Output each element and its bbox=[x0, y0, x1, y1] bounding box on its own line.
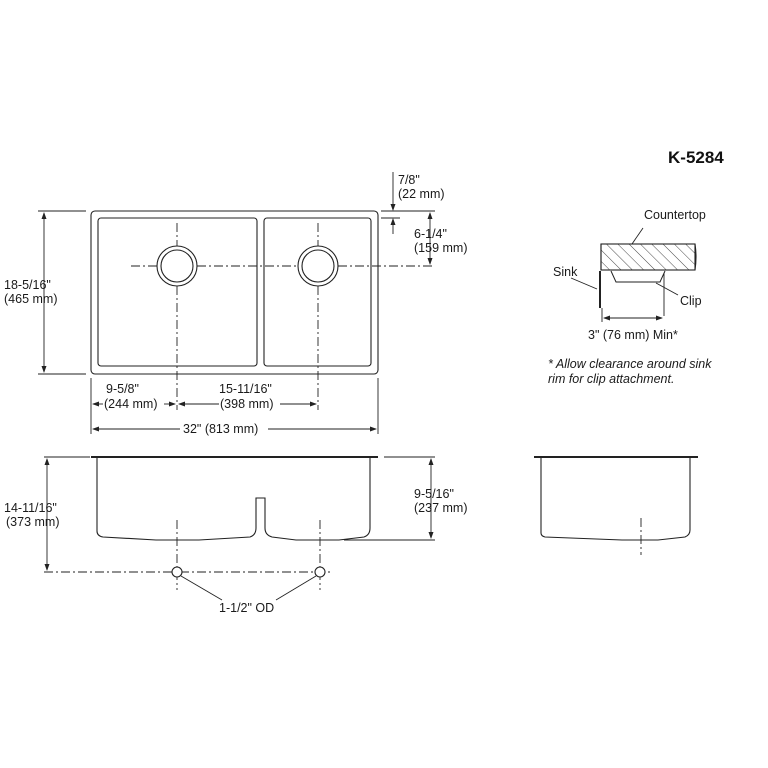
clip-label: Clip bbox=[680, 294, 702, 308]
top-view bbox=[38, 172, 435, 434]
rim-offset-mm: (22 mm) bbox=[398, 187, 445, 201]
side-view bbox=[534, 456, 698, 555]
left-drain-mm: (244 mm) bbox=[104, 397, 158, 411]
rim-offset-in: 7/8" bbox=[398, 173, 420, 187]
bowl-depth-in: 9-5/16" bbox=[414, 487, 454, 501]
clearance-label: 3" (76 mm) Min* bbox=[588, 328, 678, 342]
left-drain-in: 9-5/8" bbox=[106, 382, 139, 396]
sink-label: Sink bbox=[553, 265, 578, 279]
clearance-note-line1: * Allow clearance around sink bbox=[548, 357, 712, 371]
overall-depth-in: 18-5/16" bbox=[4, 278, 51, 292]
bowl-depth-mm: (237 mm) bbox=[414, 501, 468, 515]
countertop-label: Countertop bbox=[644, 208, 706, 222]
model-number: K-5284 bbox=[668, 148, 724, 167]
clip-detail bbox=[570, 227, 697, 322]
drain-offset-in: 6-1/4" bbox=[414, 227, 447, 241]
overall-height-in: 14-11/16" bbox=[4, 501, 57, 515]
clearance-note-line2: rim for clip attachment. bbox=[548, 372, 675, 386]
drain-offset-mm: (159 mm) bbox=[414, 241, 468, 255]
overall-width: 32" (813 mm) bbox=[183, 422, 259, 436]
drain-spacing-in: 15-11/16" bbox=[219, 382, 272, 396]
drain-spacing-mm: (398 mm) bbox=[220, 397, 274, 411]
overall-height-mm: (373 mm) bbox=[6, 515, 60, 529]
overall-depth-mm: (465 mm) bbox=[4, 292, 58, 306]
front-view bbox=[44, 456, 435, 601]
drain-od-label: 1-1/2" OD bbox=[219, 601, 275, 615]
